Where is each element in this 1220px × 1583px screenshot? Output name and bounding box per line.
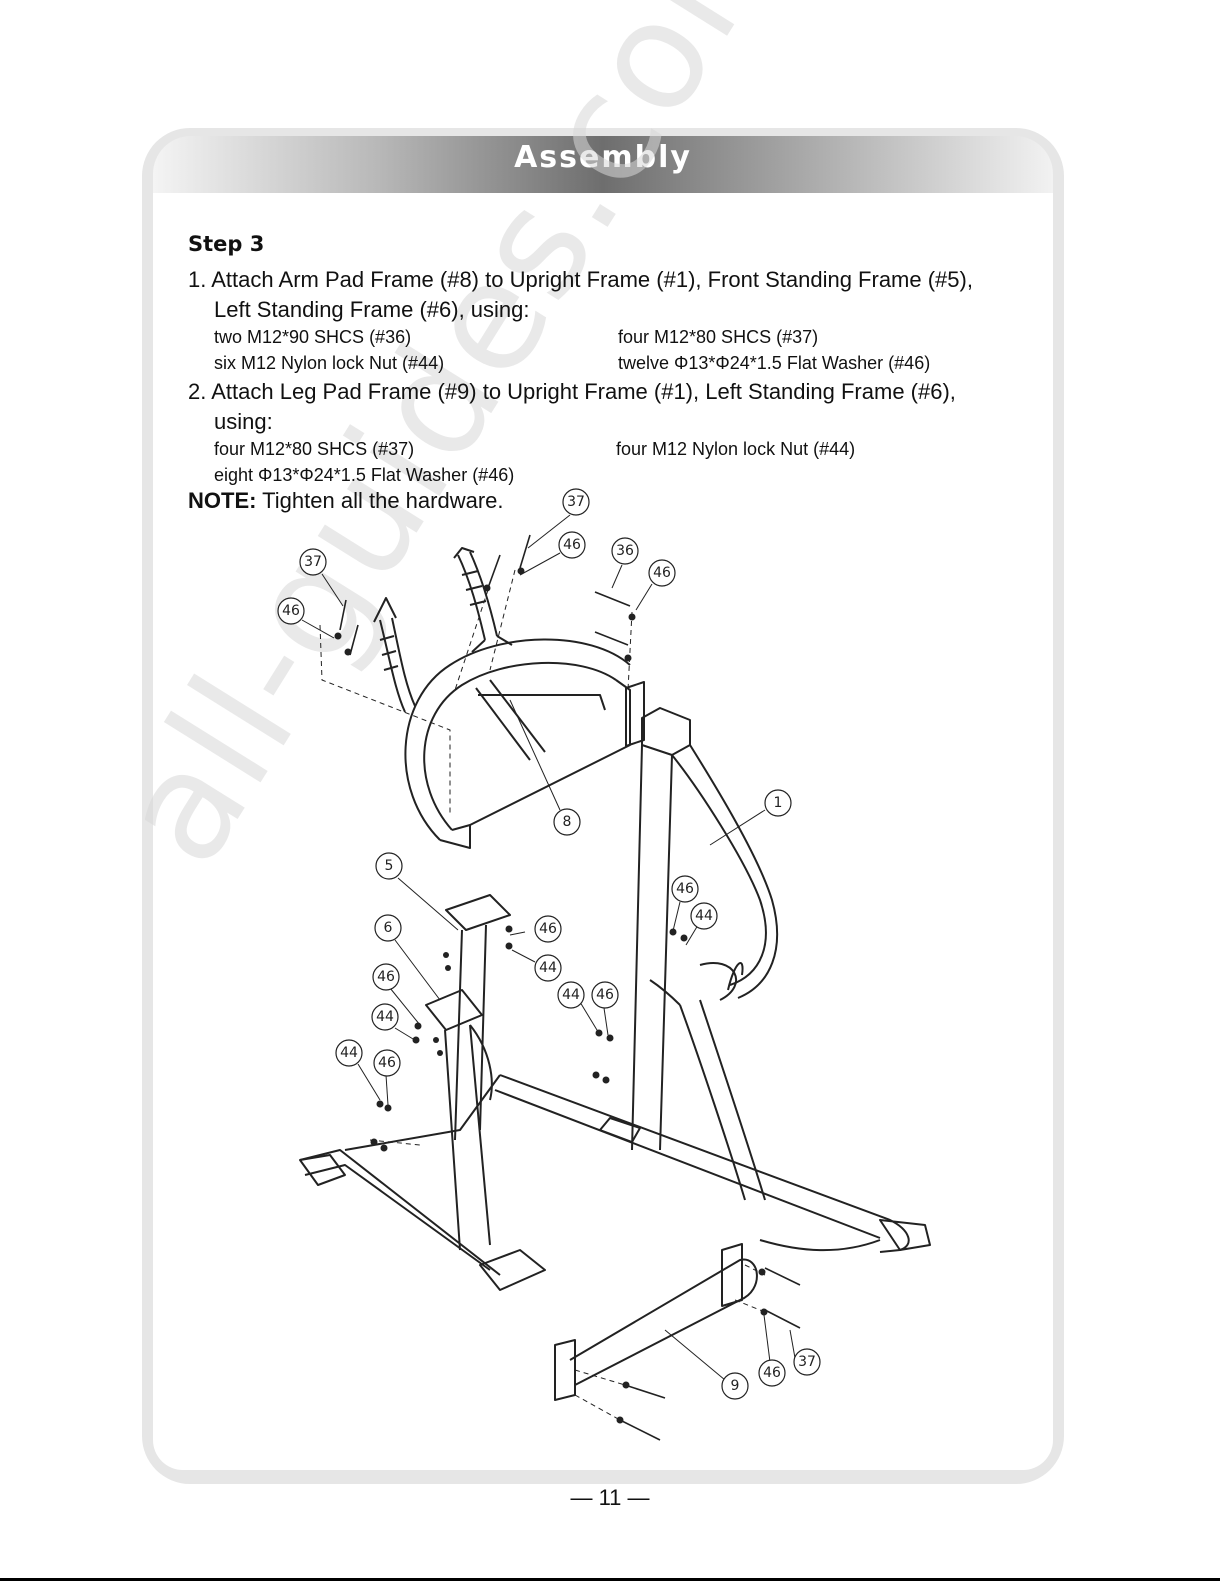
callout-6: 6: [374, 914, 402, 942]
callout-46: 46: [591, 981, 619, 1009]
callout-44: 44: [557, 981, 585, 1009]
page-number: — 11 —: [570, 1485, 650, 1510]
callout-label: 44: [376, 1009, 394, 1025]
leader-lines: [301, 514, 796, 1381]
callout-44: 44: [534, 954, 562, 982]
callout-36: 36: [611, 537, 639, 565]
callout-1: 1: [764, 789, 792, 817]
instruction-1-line-2: Left Standing Frame (#6), using:: [214, 297, 530, 322]
callout-label: 8: [563, 814, 572, 830]
hardware-item: four M12 Nylon lock Nut (#44): [616, 439, 856, 459]
callout-46: 46: [558, 531, 586, 559]
callout-46: 46: [373, 1049, 401, 1077]
callout-label: 46: [563, 537, 581, 553]
callout-label: 46: [763, 1365, 781, 1381]
note-label: NOTE:: [188, 488, 257, 513]
callout-label: 44: [695, 908, 713, 924]
callout-37: 37: [299, 548, 327, 576]
callout-label: 36: [616, 543, 634, 559]
alignment-lines: [319, 569, 766, 1421]
callout-44: 44: [690, 902, 718, 930]
left-standing-frame: [425, 989, 493, 1251]
callout-46: 46: [277, 597, 305, 625]
note-text: Tighten all the hardware.: [262, 488, 504, 513]
callout-37: 37: [793, 1348, 821, 1376]
callout-label: 44: [340, 1045, 358, 1061]
note: NOTE: Tighten all the hardware.: [188, 488, 504, 514]
callout-9: 9: [721, 1372, 749, 1400]
hardware-item: four M12*80 SHCS (#37): [618, 327, 819, 347]
step-title: Step 3: [188, 232, 265, 256]
content-area: [153, 193, 1053, 1470]
hardware-item: six M12 Nylon lock Nut (#44): [214, 353, 445, 373]
callout-label: 46: [282, 603, 300, 619]
callout-5: 5: [375, 852, 403, 880]
page-title: Assembly: [514, 140, 692, 175]
callout-label: 46: [676, 881, 694, 897]
hardware-item: eight Φ13*Φ24*1.5 Flat Washer (#46): [214, 465, 515, 485]
callout-8: 8: [553, 808, 581, 836]
callout-46: 46: [534, 915, 562, 943]
base-frame: [299, 1074, 931, 1291]
instruction-2-line-1: 2. Attach Leg Pad Frame (#9) to Upright …: [188, 379, 956, 404]
callout-44: 44: [371, 1003, 399, 1031]
callout-label: 46: [539, 921, 557, 937]
hardware-item: two M12*90 SHCS (#36): [214, 327, 412, 347]
callout-label: 46: [377, 969, 395, 985]
callout-label: 37: [798, 1354, 816, 1370]
upright-frame: [631, 707, 779, 1201]
callout-37: 37: [562, 488, 590, 516]
callout-46: 46: [648, 559, 676, 587]
hardware-item: twelve Φ13*Φ24*1.5 Flat Washer (#46): [618, 353, 931, 373]
callout-46: 46: [758, 1359, 786, 1387]
callout-label: 5: [385, 858, 394, 874]
callout-label: 46: [653, 565, 671, 581]
bottom-rule: [0, 1578, 1220, 1581]
header-band: [153, 136, 1053, 193]
front-standing-frame: [445, 894, 511, 1141]
callout-46: 46: [372, 963, 400, 991]
hardware-nuts: [334, 567, 768, 1424]
callout-44: 44: [335, 1039, 363, 1067]
callouts: 37 46 36 46 37 46 8 1 5 6 46 44 46 44 46…: [277, 488, 821, 1400]
callout-label: 37: [567, 494, 585, 510]
callout-label: 44: [539, 960, 557, 976]
callout-label: 1: [774, 795, 783, 811]
callout-label: 46: [596, 987, 614, 1003]
callout-label: 9: [731, 1378, 740, 1394]
instruction-1-line-1: 1. Attach Arm Pad Frame (#8) to Upright …: [188, 267, 973, 292]
callout-label: 44: [562, 987, 580, 1003]
hardware-bolts: [339, 534, 801, 1441]
instruction-2-line-2: using:: [214, 409, 273, 434]
callout-label: 37: [304, 554, 322, 570]
callout-46: 46: [671, 875, 699, 903]
arm-pad-frame: [373, 547, 645, 849]
hardware-item: four M12*80 SHCS (#37): [214, 439, 415, 459]
callout-label: 46: [378, 1055, 396, 1071]
callout-label: 6: [384, 920, 393, 936]
